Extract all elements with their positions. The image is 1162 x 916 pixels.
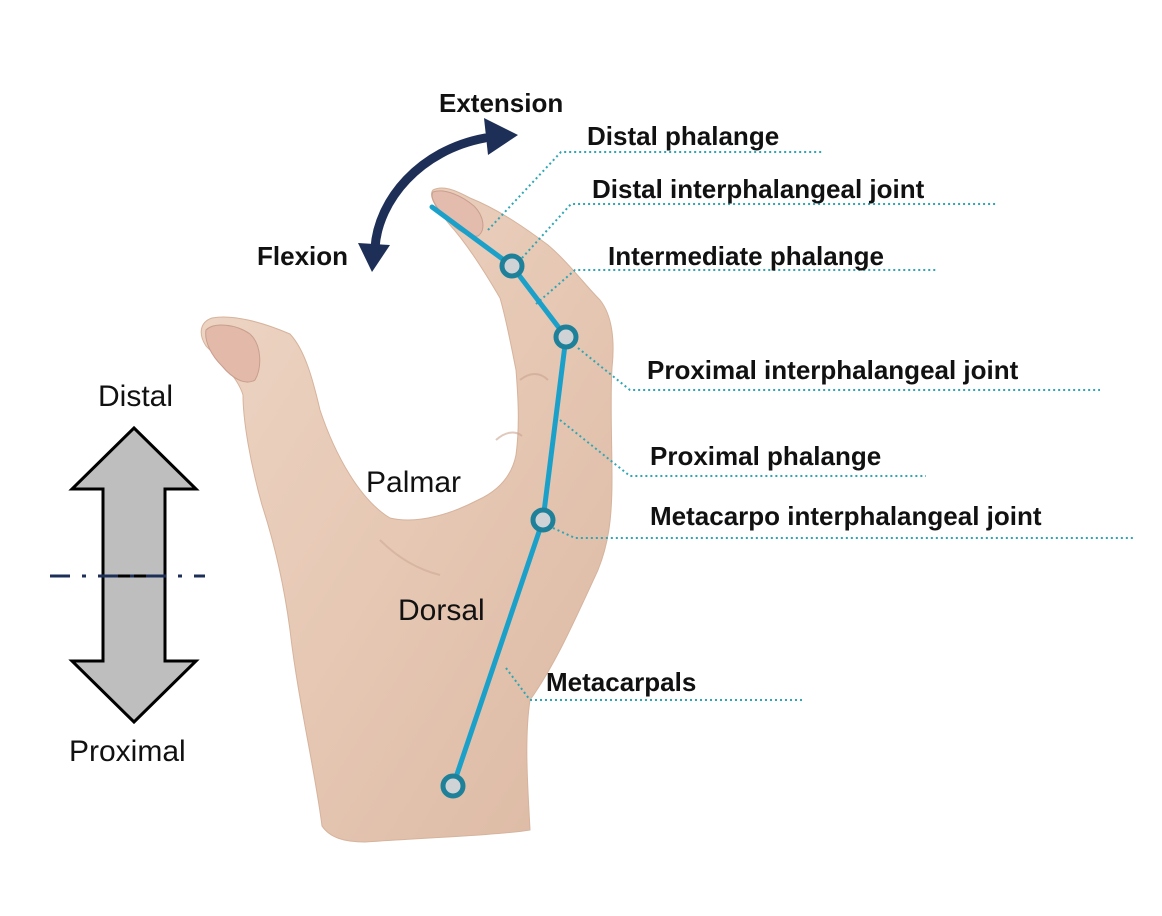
arrowhead-up-icon bbox=[484, 118, 518, 155]
leader-distal-interphalangeal-joint bbox=[521, 203, 996, 259]
proximal-interphalangeal-joint-label: Proximal interphalangeal joint bbox=[647, 355, 1019, 385]
finger-nail bbox=[431, 190, 484, 237]
distal-direction-label: Distal bbox=[98, 380, 174, 413]
distal-interphalangeal-joint-label: Distal interphalangeal joint bbox=[592, 174, 925, 204]
knuckle-crease bbox=[519, 373, 549, 381]
thumb-nail bbox=[205, 324, 261, 383]
curved-arrow-shaft bbox=[370, 133, 490, 253]
arrowhead-down-icon bbox=[358, 243, 390, 272]
metacarpo-interphalangeal-joint-label: Metacarpo interphalangeal joint bbox=[650, 501, 1042, 531]
joints bbox=[440, 253, 579, 799]
extension-label: Extension bbox=[439, 88, 564, 118]
proximal-phalange-label: Proximal phalange bbox=[650, 441, 882, 471]
dorsal-label: Dorsal bbox=[398, 594, 485, 627]
palmar-label: Palmar bbox=[366, 466, 462, 499]
distal-phalange-label: Distal phalange bbox=[587, 121, 780, 151]
leader-metacarpals bbox=[505, 667, 802, 701]
hand-illustration bbox=[200, 187, 614, 843]
leader-intermediate-phalange bbox=[535, 269, 936, 305]
leader-proximal-interphalangeal-joint bbox=[577, 347, 1100, 391]
metacarpals-label: Metacarpals bbox=[546, 667, 697, 697]
palm-crease bbox=[379, 539, 441, 576]
distal-interphalangeal-joint-marker bbox=[499, 253, 525, 279]
flexion-label: Flexion bbox=[257, 241, 349, 271]
knuckle-crease bbox=[495, 431, 523, 441]
proximal-interphalangeal-joint-marker bbox=[553, 324, 579, 350]
intermediate-phalange-label: Intermediate phalange bbox=[608, 241, 884, 271]
metacarpo-interphalangeal-joint-marker bbox=[530, 507, 556, 533]
wrist-joint-marker bbox=[440, 773, 466, 799]
proximal-direction-label: Proximal bbox=[69, 735, 186, 768]
leader-distal-phalange bbox=[487, 151, 822, 231]
flexion-extension-arrow bbox=[358, 118, 518, 272]
direction-arrow bbox=[50, 425, 205, 725]
leader-lines bbox=[487, 151, 1135, 701]
leader-proximal-phalange bbox=[559, 419, 926, 477]
